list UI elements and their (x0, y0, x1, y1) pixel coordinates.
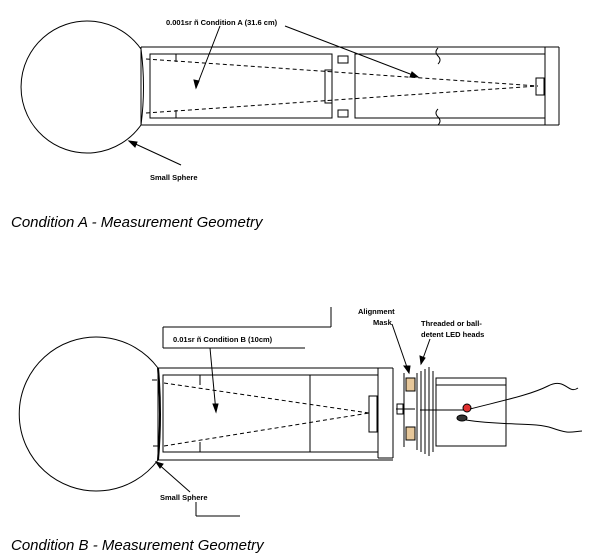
inner-tube-a1 (149, 53, 333, 119)
small-sphere-a (20, 20, 142, 154)
caption-condition-a: Condition A - Measurement Geometry (11, 214, 263, 231)
led-lens (456, 414, 468, 422)
leader-a-2 (284, 25, 419, 78)
beam-a-upper (145, 58, 539, 87)
led-dot (462, 403, 472, 413)
sphere-a-leader (128, 140, 182, 166)
beam-a-label: 0.001sr ñ Condition A (31.6 cm) (166, 18, 278, 27)
sphere-b-arrowhead (154, 461, 164, 469)
detector-a (535, 77, 545, 96)
sphere-b-leader (155, 461, 191, 493)
arrowhead-b-beam (212, 403, 219, 414)
beam-a-lower (145, 85, 539, 114)
led-head-body (435, 377, 507, 447)
led-label-line2: detent LED heads (421, 330, 484, 339)
led-cable-1 (469, 383, 579, 410)
detector-b (368, 395, 378, 433)
beam-b-upper (163, 382, 370, 414)
sphere-a-seam (140, 48, 144, 126)
inner-tube-a2 (354, 53, 546, 119)
baffle-a1 (324, 69, 333, 104)
mask-leader (391, 323, 410, 374)
mid-plate-top (337, 55, 349, 64)
alignment-mask-top (405, 377, 416, 392)
caption-condition-b: Condition B - Measurement Geometry (11, 537, 264, 554)
led-label-line1: Threaded or ball- (421, 319, 482, 328)
alignment-mask-bottom (405, 426, 416, 441)
led-arrowhead (419, 355, 426, 366)
mid-plate-bottom (337, 109, 349, 118)
beam-b-label: 0.01sr ñ Condition B (10cm) (173, 335, 273, 344)
arrowhead-a-2 (409, 71, 420, 78)
beam-b-lower (163, 412, 370, 447)
arrowhead-a-1 (193, 79, 200, 90)
mask-label-line2: Mask (373, 318, 393, 327)
break-mark-bottom (435, 108, 441, 126)
sphere-b-label: Small Sphere (160, 493, 208, 502)
break-mark-top (435, 47, 441, 65)
sphere-b-seam (157, 367, 161, 461)
mask-pin (396, 403, 404, 415)
sphere-a-arrowhead (127, 140, 138, 148)
condition-b-drawing (18, 307, 583, 517)
inner-tube-b (162, 374, 379, 453)
leader-a-1 (195, 25, 221, 89)
mask-label-line1: Alignment (358, 307, 395, 316)
small-sphere-b (18, 336, 159, 492)
sphere-a-label: Small Sphere (150, 173, 198, 182)
mask-arrowhead (403, 365, 411, 375)
condition-a-drawing (20, 20, 560, 166)
led-cable-2 (465, 419, 583, 433)
leader-b-beam (209, 347, 217, 413)
